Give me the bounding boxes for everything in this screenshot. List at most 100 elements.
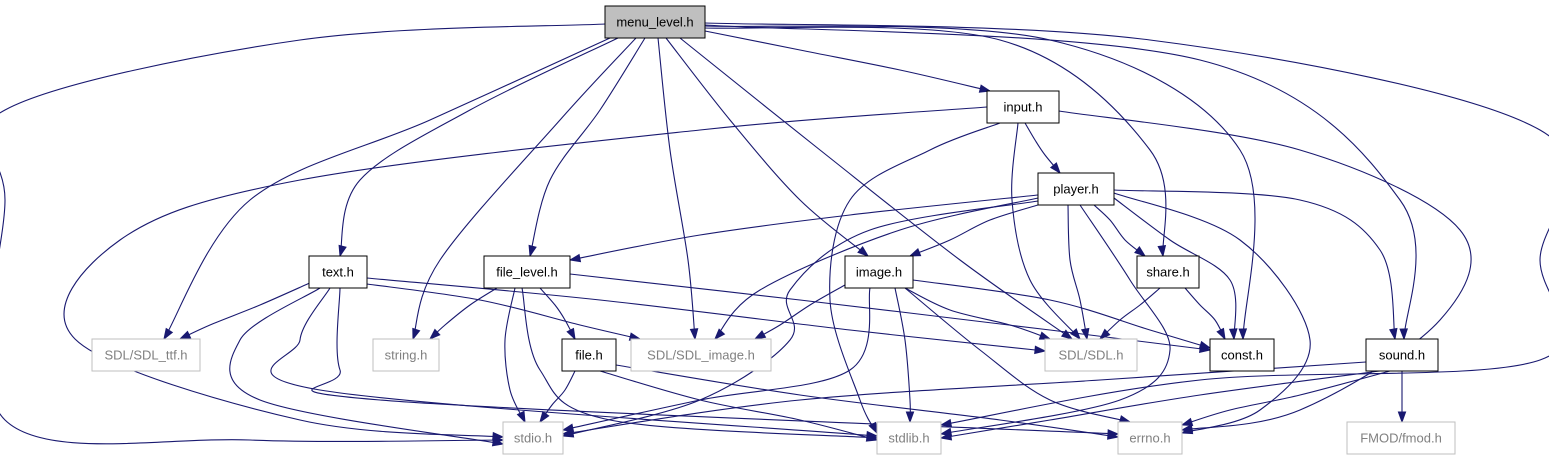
arrowhead xyxy=(491,437,505,447)
edge-line xyxy=(940,370,1381,439)
edge-menu_level-to-text xyxy=(338,37,619,258)
edge-file_level-to-file xyxy=(539,287,576,341)
node-input[interactable]: input.h xyxy=(986,90,1060,124)
edge-menu_level-to-image xyxy=(665,37,870,257)
arrowhead xyxy=(516,410,526,424)
node-player[interactable]: player.h xyxy=(1037,172,1115,206)
node-file[interactable]: file.h xyxy=(561,338,617,372)
edge-line xyxy=(229,287,504,445)
node-box[interactable] xyxy=(986,90,1060,124)
node-box[interactable] xyxy=(844,255,914,289)
edge-sound-to-stdio xyxy=(561,361,1367,437)
edge-player-to-sdl xyxy=(1067,204,1090,341)
arrowhead xyxy=(568,253,582,263)
arrowhead xyxy=(1238,328,1248,341)
arrowhead xyxy=(1038,331,1052,340)
edge-line xyxy=(704,22,1549,426)
node-fmod[interactable]: FMOD/fmod.h xyxy=(1346,421,1456,455)
node-label: image.h xyxy=(856,265,902,280)
node-label: menu_level.h xyxy=(616,15,693,30)
node-box[interactable] xyxy=(1209,338,1275,372)
edge-player-to-sdl_image xyxy=(714,197,1039,341)
node-box[interactable] xyxy=(372,338,440,372)
edge-file_level-to-stdio xyxy=(504,287,526,424)
node-box[interactable] xyxy=(561,338,617,372)
edge-image-to-sdl_image xyxy=(753,284,846,340)
edge-menu_level-to-sound xyxy=(704,24,1417,341)
node-menu-level[interactable]: menu_level.h xyxy=(604,5,706,39)
node-box[interactable] xyxy=(1346,421,1456,455)
node-file-level[interactable]: file_level.h xyxy=(483,255,571,289)
edge-line xyxy=(704,25,1256,340)
node-box[interactable] xyxy=(1136,255,1200,289)
edge-player-to-errno xyxy=(1113,192,1311,435)
arrowhead xyxy=(1216,327,1226,341)
node-box[interactable] xyxy=(1037,172,1115,206)
edge-text-to-sdl xyxy=(366,277,1047,355)
node-label: const.h xyxy=(1221,348,1263,363)
arrowhead xyxy=(689,328,699,341)
node-image[interactable]: image.h xyxy=(844,255,914,289)
edge-line xyxy=(339,37,619,257)
node-const[interactable]: const.h xyxy=(1209,338,1275,372)
edge-menu_level-to-stdlib xyxy=(704,22,1549,428)
edge-line xyxy=(1024,122,1061,174)
edge-line xyxy=(179,281,313,340)
edge-line xyxy=(366,277,1046,352)
node-box[interactable] xyxy=(483,255,571,289)
arrowhead xyxy=(908,248,922,257)
node-string[interactable]: string.h xyxy=(372,338,440,372)
edge-line xyxy=(909,204,1039,257)
edge-menu_level-to-sdl_image xyxy=(657,37,699,341)
edge-input-to-player xyxy=(1024,122,1061,175)
node-label: file.h xyxy=(575,348,602,363)
node-errno[interactable]: errno.h xyxy=(1117,421,1183,455)
edge-line xyxy=(699,29,991,92)
node-share[interactable]: share.h xyxy=(1136,255,1200,289)
arrowhead xyxy=(338,244,347,258)
arrowhead xyxy=(857,246,870,257)
node-box[interactable] xyxy=(308,255,368,289)
arrowhead xyxy=(1098,328,1111,341)
arrowhead xyxy=(905,411,915,424)
arrowhead xyxy=(428,328,441,341)
edge-line xyxy=(1113,189,1396,340)
edge-line xyxy=(521,287,878,439)
edge-share-to-sdl xyxy=(1098,287,1161,341)
node-sdl[interactable]: SDL/SDL.h xyxy=(1044,338,1138,372)
edge-line xyxy=(904,287,1131,423)
node-sdl-image[interactable]: SDL/SDL_image.h xyxy=(630,338,772,372)
edge-menu_level-to-file_level xyxy=(528,37,646,258)
node-label: player.h xyxy=(1053,182,1099,197)
edge-line xyxy=(163,37,611,340)
edge-line xyxy=(704,26,1167,257)
edge-player-to-image xyxy=(908,204,1039,257)
edge-line xyxy=(1067,204,1088,340)
arrowhead xyxy=(753,330,767,340)
node-stdio[interactable]: stdio.h xyxy=(502,421,564,455)
node-box[interactable] xyxy=(876,421,942,455)
node-box[interactable] xyxy=(1044,338,1138,372)
edge-menu_level-to-string xyxy=(412,37,637,341)
node-box[interactable] xyxy=(502,421,564,455)
edge-player-to-stdlib xyxy=(939,204,1171,437)
edge-sound-to-stdlib xyxy=(939,370,1381,441)
edge-line xyxy=(754,284,846,340)
edge-line xyxy=(504,287,526,423)
edge-line xyxy=(63,106,988,438)
node-box[interactable] xyxy=(91,338,201,372)
edge-text-to-stdio xyxy=(229,287,505,447)
node-sdl-ttf[interactable]: SDL/SDL_ttf.h xyxy=(91,338,201,372)
node-text[interactable]: text.h xyxy=(308,255,368,289)
node-box[interactable] xyxy=(630,338,772,372)
edge-player-to-share xyxy=(1093,204,1147,257)
node-stdlib[interactable]: stdlib.h xyxy=(876,421,942,455)
edge-line xyxy=(1093,204,1146,257)
node-box[interactable] xyxy=(604,5,706,39)
node-box[interactable] xyxy=(1117,421,1183,455)
node-box[interactable] xyxy=(1365,338,1439,372)
edge-line xyxy=(562,361,1367,435)
edge-menu_level-to-sdl_ttf xyxy=(163,37,611,341)
arrowhead xyxy=(528,244,537,258)
node-sound[interactable]: sound.h xyxy=(1365,338,1439,372)
